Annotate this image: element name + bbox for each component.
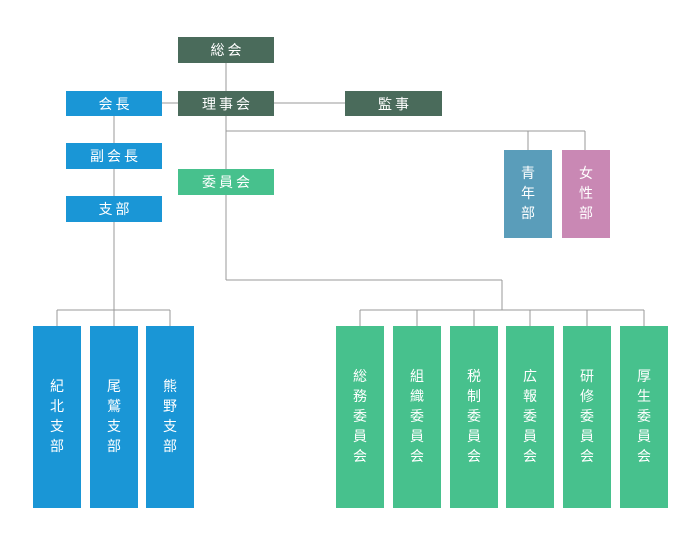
women-division-label: 女性部: [579, 166, 593, 222]
branches-label: 支部: [98, 202, 133, 218]
branch-label: 熊野支部: [163, 379, 177, 455]
committee-label: 委員会: [202, 175, 253, 191]
chairman-box: 会長: [66, 91, 162, 116]
branch-box-kumano: 熊野支部: [146, 326, 194, 508]
women-division-box: 女性部: [562, 150, 610, 238]
committee-item-label: 総務委員会: [353, 369, 367, 465]
general-assembly-box: 総会: [178, 37, 274, 63]
committee-item-label: 広報委員会: [523, 369, 537, 465]
committee-tax-box: 税制委員会: [450, 326, 498, 508]
committee-item-label: 厚生委員会: [637, 369, 651, 465]
committee-item-label: 組織委員会: [410, 369, 424, 465]
committee-box: 委員会: [178, 169, 274, 195]
committee-general-affairs-box: 総務委員会: [336, 326, 384, 508]
branch-box-owase: 尾鷲支部: [90, 326, 138, 508]
auditor-label: 監事: [378, 96, 412, 113]
committee-organization-box: 組織委員会: [393, 326, 441, 508]
general-assembly-label: 総会: [210, 43, 245, 59]
branch-label: 尾鷲支部: [107, 379, 121, 455]
branch-box-kihoku: 紀北支部: [33, 326, 81, 508]
board-box: 理事会: [178, 91, 274, 116]
branch-label: 紀北支部: [50, 379, 64, 455]
branches-box: 支部: [66, 196, 162, 222]
committee-item-label: 研修委員会: [580, 369, 594, 465]
board-label: 理事会: [202, 96, 253, 113]
vice-chairman-label: 副会長: [90, 149, 141, 165]
committee-welfare-box: 厚生委員会: [620, 326, 668, 508]
auditor-box: 監事: [345, 91, 442, 116]
committee-training-box: 研修委員会: [563, 326, 611, 508]
youth-division-label: 青年部: [521, 166, 535, 222]
committee-item-label: 税制委員会: [467, 369, 481, 465]
committee-public-relations-box: 広報委員会: [506, 326, 554, 508]
youth-division-box: 青年部: [504, 150, 552, 238]
vice-chairman-box: 副会長: [66, 143, 162, 169]
chairman-label: 会長: [98, 96, 133, 113]
